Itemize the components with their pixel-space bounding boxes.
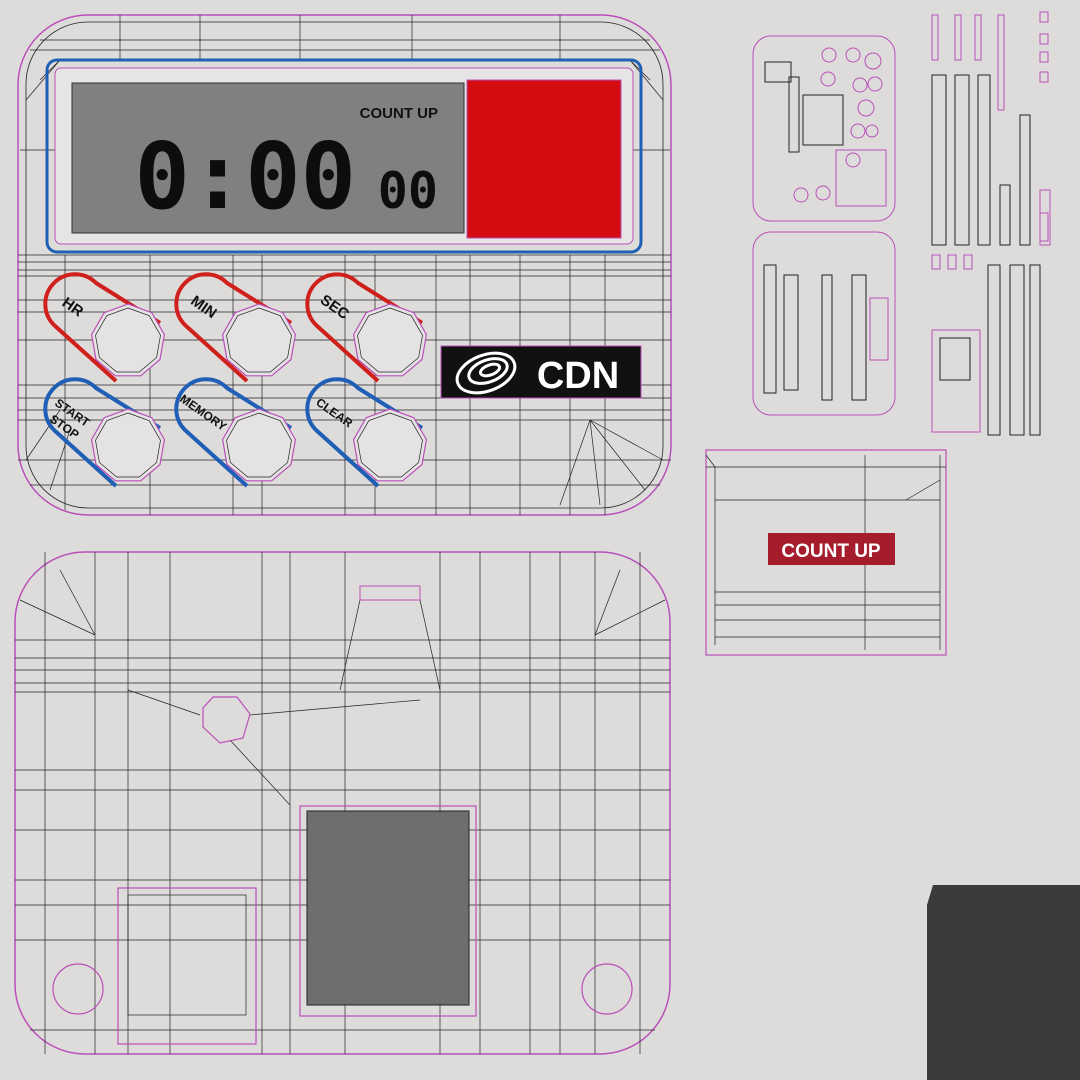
memory-button[interactable]: MEMORY: [174, 377, 297, 488]
clear-button[interactable]: CLEAR: [305, 377, 428, 488]
clear-button-cap-inner: [357, 412, 423, 478]
min-button-label: MIN: [187, 292, 219, 322]
side-label-badge: [768, 533, 895, 565]
memory-button-cap[interactable]: [221, 408, 297, 482]
back-face-shell: [14, 551, 671, 1055]
small-uv-islands: [752, 11, 1051, 436]
lcd-screen: COUNT UP 0:00 00: [71, 82, 465, 234]
start-button-outline: [43, 377, 162, 488]
back-window: [306, 810, 470, 1006]
hr-button-cap-inner: [95, 307, 161, 373]
brand-name: CDN: [537, 355, 619, 397]
memory-button-outline: [174, 377, 293, 488]
min-button[interactable]: MIN: [174, 272, 297, 383]
red-display-panel: [466, 79, 622, 239]
sec-button-label: SEC: [317, 292, 352, 324]
side-panel: COUNT UP: [705, 449, 947, 656]
clear-button-cap[interactable]: [352, 408, 428, 482]
display-bezel: [45, 58, 643, 254]
swirl-icon: [455, 351, 517, 395]
time-main-readout: 0:00: [134, 123, 356, 230]
memory-button-cap-inner: [226, 412, 292, 478]
min-button-cap[interactable]: [221, 303, 297, 377]
sec-button-cap-inner: [357, 307, 423, 373]
sec-button-outline: [305, 272, 424, 383]
min-button-cap-inner: [226, 307, 292, 373]
clear-button-label: CLEAR: [313, 395, 355, 430]
time-sub-readout: 00: [378, 162, 438, 220]
hr-button-label: HR: [59, 294, 87, 320]
hr-button-cap[interactable]: [90, 303, 166, 377]
start-button-cap-inner: [95, 412, 161, 478]
hr-button-outline: [43, 272, 162, 383]
hr-button[interactable]: HR: [43, 272, 166, 383]
sec-button-cap[interactable]: [352, 303, 428, 377]
mode-label: COUNT UP: [360, 105, 438, 122]
brand-logo: CDN: [440, 345, 642, 399]
clear-button-outline: [305, 377, 424, 488]
sec-button[interactable]: SEC: [305, 272, 428, 383]
start-button-cap[interactable]: [90, 408, 166, 482]
side-label-text: COUNT UP: [781, 541, 881, 562]
dark-corner-block: [927, 885, 1080, 1080]
min-button-outline: [174, 272, 293, 383]
